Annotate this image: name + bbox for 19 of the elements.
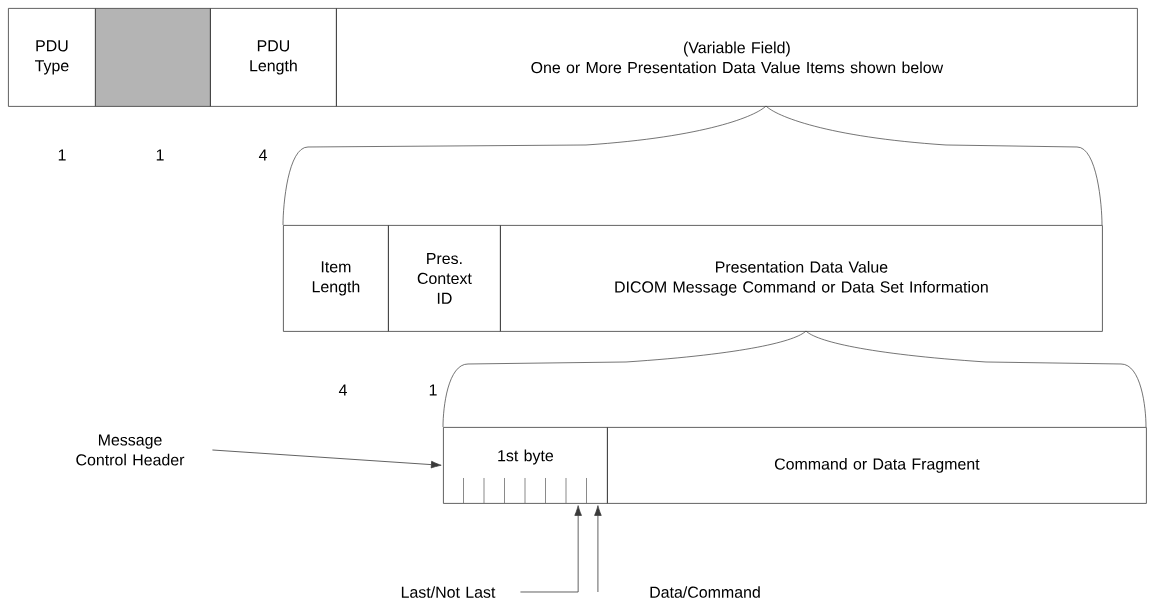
callout-text: Data/Command (650, 586, 760, 598)
field-box: PDU Length (210, 8, 337, 107)
field-box: Command or Data Fragment (607, 427, 1147, 504)
byte-count: 4 (258, 149, 267, 161)
callout-text: Last/Not Last (401, 586, 496, 598)
field-box: (Variable Field) One or More Presentation Data Value Items shown below (336, 8, 1138, 107)
shaded-field-box (95, 8, 211, 107)
field-box: Pres. Context ID (388, 225, 501, 332)
field-box: 1st byte (443, 427, 608, 504)
callout-text: Message Control Header (76, 434, 185, 466)
arrow (520, 505, 582, 593)
byte-count: 1 (156, 149, 164, 161)
arrow (594, 505, 602, 593)
byte-count: 4 (338, 384, 347, 396)
arrow (212, 449, 442, 469)
byte-count: 1 (429, 384, 437, 396)
field-box: Item Length (283, 225, 389, 332)
field-box: Presentation Data Value DICOM Message Command or Data Set Information (500, 225, 1103, 332)
byte-count: 1 (58, 149, 66, 161)
